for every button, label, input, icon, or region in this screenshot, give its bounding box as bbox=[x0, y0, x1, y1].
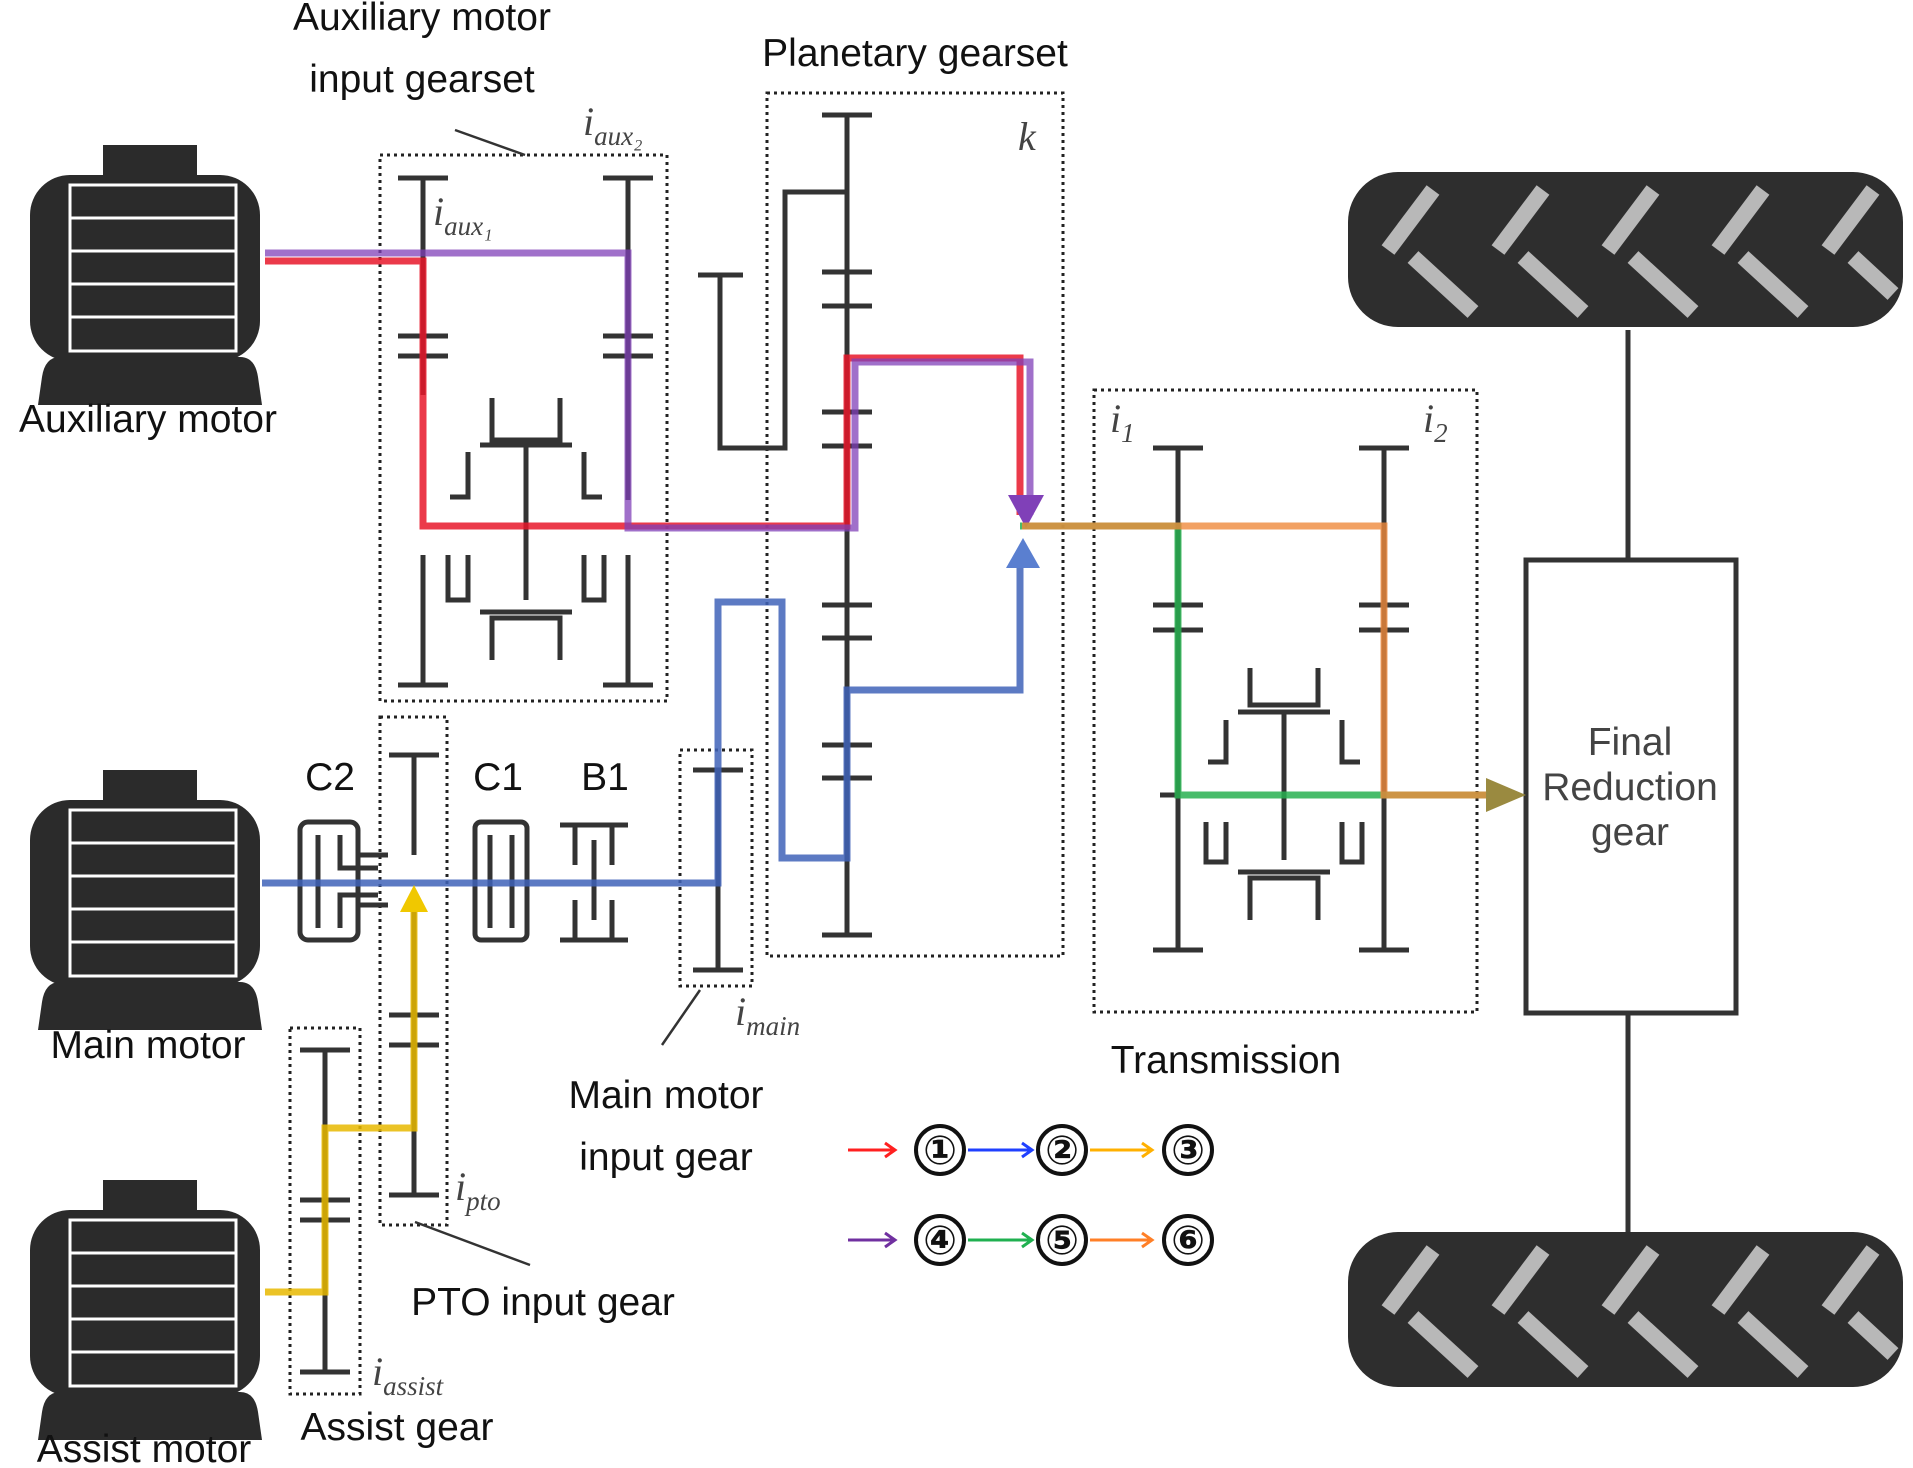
planetary-frame bbox=[765, 91, 1065, 958]
main-gear-leader bbox=[660, 989, 702, 1046]
main-gear-label-line2: input gear bbox=[579, 1136, 752, 1179]
aux-motor-label: Auxiliary motor bbox=[19, 398, 277, 441]
i2-symbol: i2 bbox=[1423, 396, 1448, 448]
mechanism-lines bbox=[297, 112, 1409, 1375]
pto-gear-label: PTO input gear bbox=[411, 1281, 675, 1324]
final-label-line3: gear bbox=[1591, 811, 1669, 854]
final-reduction-box bbox=[1523, 557, 1739, 1016]
pto-gear-leader bbox=[414, 1220, 531, 1267]
b1-label: B1 bbox=[581, 756, 629, 799]
i-assist-symbol: iassist bbox=[372, 1349, 445, 1401]
path-5-green bbox=[1020, 522, 1490, 799]
legend-item-3: ③ bbox=[1171, 1129, 1205, 1173]
transmission-frame bbox=[1092, 388, 1479, 1014]
legend-item-5: ⑤ bbox=[1045, 1219, 1079, 1263]
i-aux1-symbol: iaux₁ bbox=[433, 189, 493, 241]
assist-gear-frame bbox=[288, 1026, 362, 1396]
path-2-arrowhead bbox=[1006, 538, 1040, 568]
final-label-line1: Final bbox=[1588, 721, 1673, 764]
legend-item-4: ④ bbox=[923, 1219, 957, 1263]
power-flow-paths bbox=[262, 249, 1526, 1296]
legend-item-1: ① bbox=[923, 1129, 957, 1173]
i-aux2-symbol: iaux₂ bbox=[583, 99, 643, 151]
assist-gear-label: Assist gear bbox=[301, 1406, 494, 1449]
i-main-symbol: imain bbox=[735, 989, 800, 1041]
legend-item-2: ② bbox=[1045, 1129, 1079, 1173]
aux-gearset-frame bbox=[378, 153, 669, 703]
planetary-label: Planetary gearset bbox=[762, 32, 1068, 75]
assist-motor-icon bbox=[28, 1178, 264, 1442]
legend-item-6: ⑥ bbox=[1171, 1219, 1205, 1263]
pto-gear-frame bbox=[378, 715, 449, 1227]
legend: ① ② ③ ④ ⑤ ⑥ bbox=[848, 1124, 1214, 1266]
main-motor-label: Main motor bbox=[50, 1024, 245, 1067]
i-pto-symbol: ipto bbox=[455, 1164, 501, 1216]
aux-gearset-leader bbox=[454, 128, 526, 157]
lower-wheel-icon bbox=[1348, 1232, 1903, 1387]
auxiliary-motor-icon bbox=[28, 143, 264, 407]
path-6-orange bbox=[1022, 522, 1490, 799]
aux-gearset-label-line2: input gearset bbox=[309, 58, 535, 101]
main-gear-label-line1: Main motor bbox=[568, 1074, 763, 1117]
path-1-red bbox=[265, 257, 1024, 530]
path-3-yellow bbox=[265, 900, 418, 1296]
path-1-4-arrowhead bbox=[1008, 495, 1044, 528]
upper-wheel-icon bbox=[1348, 172, 1903, 327]
k-symbol: k bbox=[1018, 114, 1037, 159]
c2-label: C2 bbox=[305, 756, 355, 799]
path-4-purple bbox=[265, 249, 1034, 532]
path-5-6-arrowhead bbox=[1486, 778, 1526, 812]
assist-motor-label: Assist motor bbox=[37, 1428, 252, 1468]
path-3-arrowhead bbox=[400, 885, 428, 912]
path-2-blue bbox=[262, 555, 1024, 887]
main-motor-icon bbox=[28, 768, 264, 1032]
final-label-line2: Reduction bbox=[1542, 766, 1718, 809]
transmission-label: Transmission bbox=[1111, 1039, 1341, 1082]
i1-symbol: i1 bbox=[1110, 396, 1135, 448]
c1-label: C1 bbox=[473, 756, 523, 799]
aux-gearset-label-line1: Auxiliary motor bbox=[293, 0, 551, 39]
